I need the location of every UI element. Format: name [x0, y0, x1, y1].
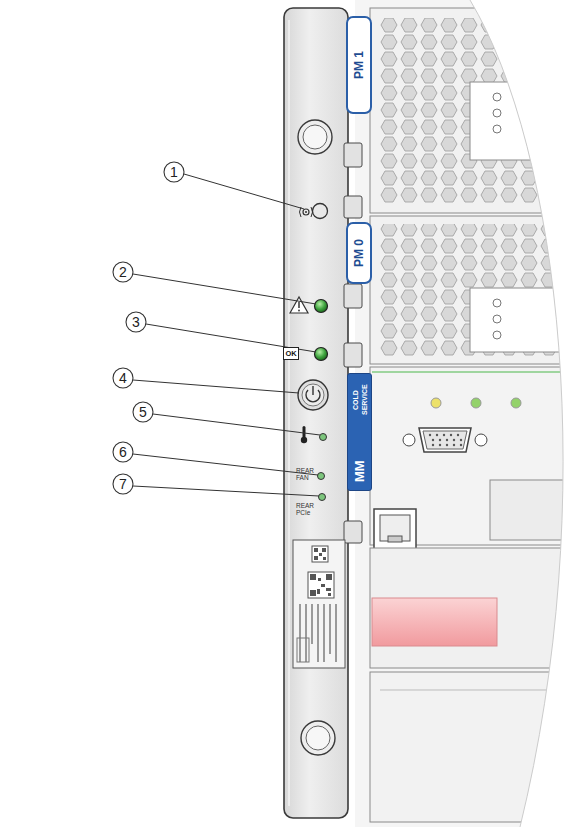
bay-rail — [380, 690, 572, 691]
leader-line — [153, 414, 320, 435]
leader-lines — [133, 174, 320, 496]
callout-number: 7 — [112, 473, 134, 495]
locator-button — [300, 204, 328, 219]
port-screw — [403, 434, 415, 446]
port-pins — [429, 434, 462, 446]
port-shell — [419, 428, 471, 452]
callout-circle — [126, 312, 146, 332]
power-button — [298, 380, 328, 410]
port-screw — [475, 434, 487, 446]
port-latch — [388, 536, 402, 542]
label-sticker — [293, 540, 345, 668]
qr-code — [310, 574, 332, 596]
module-tab: PM 1 — [346, 16, 372, 114]
callout-circle — [133, 402, 153, 422]
bezel-highlight — [289, 20, 290, 806]
callout-circle — [113, 442, 133, 462]
module-connector — [490, 480, 572, 540]
module-bracket — [470, 82, 572, 160]
callout-number: 6 — [112, 441, 134, 463]
chassis-body — [355, 0, 572, 827]
qr-code — [314, 548, 326, 560]
callout-number: 5 — [132, 401, 154, 423]
leader-line — [133, 274, 316, 304]
callout-circle: 6 — [112, 441, 134, 463]
port-shell — [374, 509, 416, 549]
module-label: COLD SERVICE — [348, 380, 371, 420]
processor-module — [370, 216, 572, 364]
module-edge — [372, 371, 572, 373]
callout-circle: 1 — [163, 161, 185, 183]
callout-circle: 3 — [125, 311, 147, 333]
module-label: MM — [348, 456, 371, 486]
callout-number: 1 — [163, 161, 185, 183]
callout-circle — [164, 162, 184, 182]
callout-circle: 4 — [112, 367, 134, 389]
indicator-label: REAR PCIe — [296, 502, 320, 516]
leader-line — [133, 454, 318, 475]
module-hole — [493, 299, 501, 307]
callout-number: 2 — [112, 261, 134, 283]
status-led — [431, 398, 441, 408]
port-face — [380, 515, 410, 541]
fault-icon — [290, 297, 308, 313]
network-port — [374, 509, 416, 549]
qr-code — [308, 572, 334, 598]
port-face — [423, 431, 467, 449]
label-print — [299, 604, 337, 662]
lower-bay — [370, 672, 572, 822]
module-hole — [493, 331, 501, 339]
vent-holes — [380, 224, 572, 356]
release-handle — [372, 598, 497, 646]
ok-led — [315, 348, 328, 361]
module-tab: PM 0 — [346, 222, 372, 284]
lower-bay — [370, 548, 572, 668]
module-hole — [493, 109, 501, 117]
ok-indicator-box: OK — [283, 347, 299, 360]
callout-circle: 2 — [112, 261, 134, 283]
chassis-modules — [355, 0, 572, 827]
status-led — [511, 398, 521, 408]
module-hole — [493, 93, 501, 101]
callout-number: 3 — [125, 311, 147, 333]
pcie-led — [319, 494, 326, 501]
indicator-label: REAR FAN — [296, 467, 318, 481]
serial-label — [293, 540, 345, 668]
temperature-led — [320, 434, 327, 441]
leader-line — [184, 174, 304, 209]
module-label: PM 0 — [348, 224, 370, 282]
module-band: MM COLD SERVICE — [347, 373, 372, 491]
temperature-icon — [301, 426, 307, 443]
vga-port — [403, 428, 487, 452]
module-label: PM 1 — [348, 18, 370, 112]
module-hole — [493, 125, 501, 133]
status-led — [471, 398, 481, 408]
cutaway-edge — [470, 0, 563, 827]
processor-module — [370, 8, 572, 213]
fan-led — [318, 473, 325, 480]
callout-circle: 5 — [132, 401, 154, 423]
front-bezel — [284, 8, 348, 818]
callout-number: 4 — [112, 367, 134, 389]
indicator-label: OK — [284, 348, 298, 359]
callout-circle — [113, 262, 133, 282]
callout-circle: 7 — [112, 473, 134, 495]
leader-line — [133, 380, 299, 393]
qr-code — [312, 546, 328, 562]
thumb-screw — [301, 721, 335, 755]
leader-line — [133, 486, 319, 496]
module-hole — [493, 315, 501, 323]
thumb-screw — [298, 120, 332, 154]
main-module — [370, 367, 572, 545]
callout-circle — [113, 474, 133, 494]
fault-led — [315, 300, 328, 313]
label-box — [297, 638, 309, 662]
vent-holes — [380, 18, 572, 203]
callout-circle — [113, 368, 133, 388]
